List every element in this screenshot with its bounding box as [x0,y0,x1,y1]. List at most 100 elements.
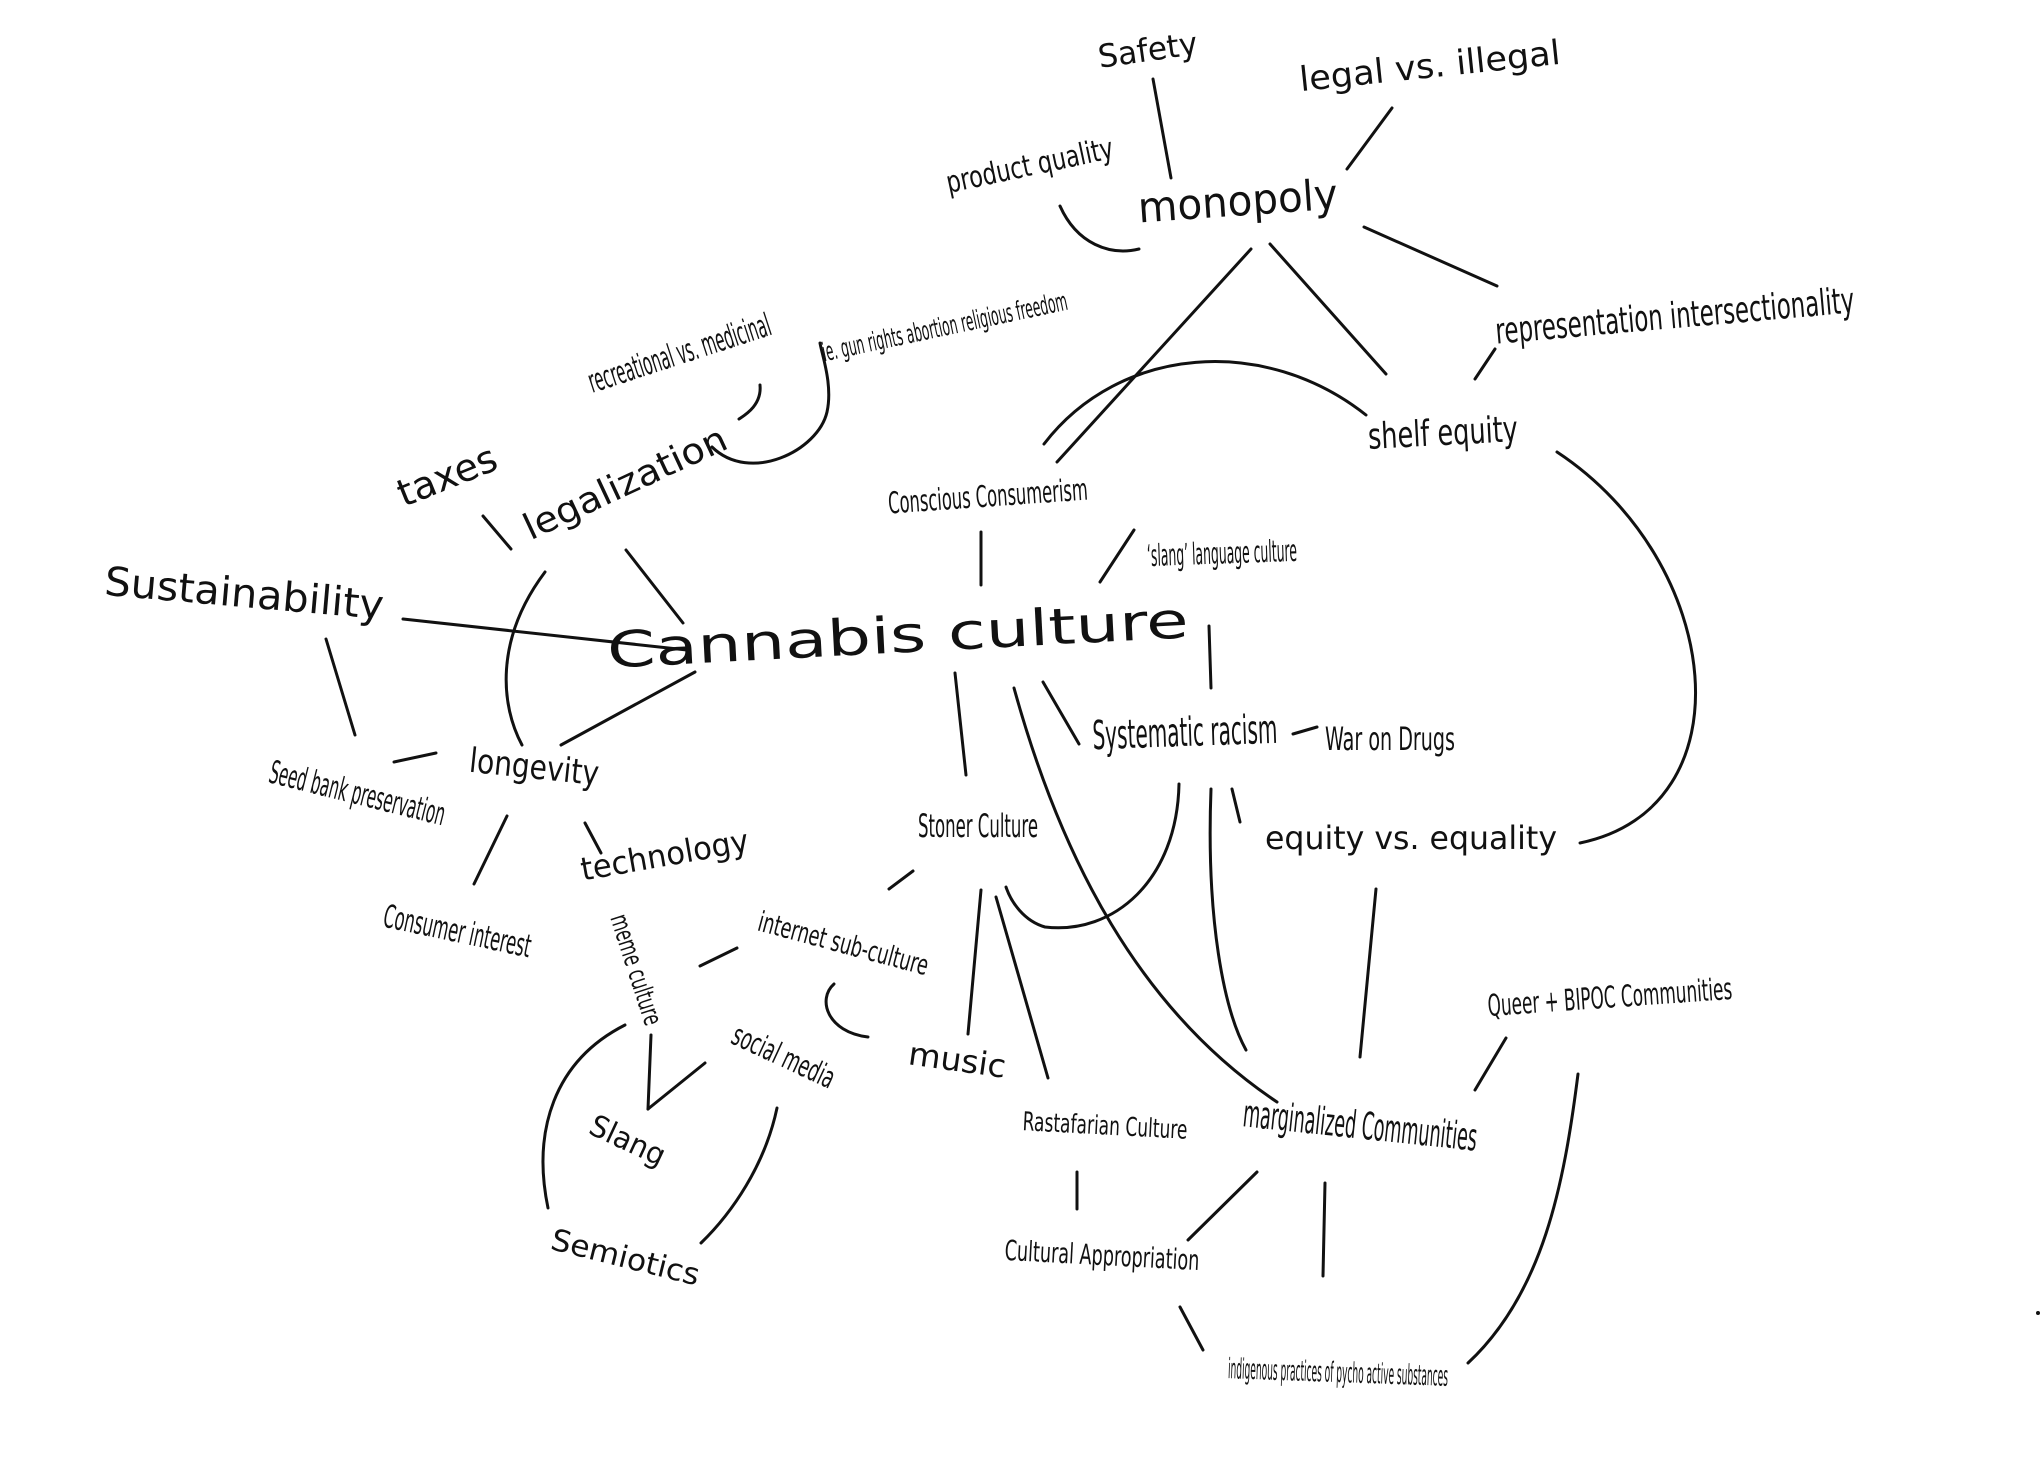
node-label: Consumer interest [380,897,535,965]
node-shelf-equity: shelf equity [1367,409,1519,458]
edge-racism-war [1291,725,1319,736]
edge-slang-racism [1207,624,1213,690]
node-label: monopoly [1136,170,1339,233]
node-sustainability: Sustainability [103,559,386,629]
node-label: equity vs. equality [1265,819,1557,857]
edge-queer-marginalized [1473,1036,1508,1092]
edge-internet-music [824,982,870,1039]
edge-legal-monopoly [1345,106,1394,171]
node-slang: Slang [584,1108,671,1174]
node-conscious-consumerism: Conscious Consumerism [887,473,1089,522]
edge-cannabis-stoner [953,671,968,777]
node-legal-vs-illegal: legal vs. illegal [1297,33,1562,100]
edge-racism-marginalized [1208,787,1248,1052]
node-label: indigenous practices of pycho active sub… [1228,1352,1449,1393]
node-label: taxes [391,436,504,516]
edge-longevity-cannabis [559,670,697,747]
node-label: Safety [1096,24,1200,76]
node-label: Cultural Appropriation [1004,1234,1200,1277]
node-safety: Safety [1096,24,1200,76]
node-gun-rights: ie. gun rights abortion religious freedo… [820,287,1071,368]
node-label: Systematic racism [1092,707,1278,759]
node-marginalized: marginalized Communities [1241,1091,1479,1159]
node-label: War on Drugs [1325,720,1455,758]
edge-sustainability-seedbank [324,637,357,737]
edge-marginalized-indigenous [1321,1181,1327,1278]
node-representation: representation intersectionality [1494,280,1856,352]
edge-internet-meme [698,946,739,968]
node-label: Conscious Consumerism [887,473,1089,522]
node-technology: technology [578,822,752,889]
node-label: legal vs. illegal [1297,33,1562,100]
edge-cannabis-marginalized [1012,686,1279,1104]
edge-representation-shelf [1473,347,1497,381]
edge-longevity-consumer [472,814,509,886]
edge-meme-slang-left [646,1033,653,1111]
edge-slang-cannabis [1098,528,1136,584]
node-queer-bipoc: Queer + BIPOC Communities [1487,972,1734,1024]
edge-seedbank-longevity [392,751,438,764]
stray-dot [2036,1311,2040,1315]
edge-safety-monopoly [1151,77,1173,180]
node-legalization: legalization [517,419,734,549]
node-equity-equality: equity vs. equality [1265,819,1557,857]
node-label: product quality [943,131,1117,201]
edge-stoner-rastafarian [994,895,1050,1080]
node-label: Cannabis culture [606,591,1190,679]
node-label: Seed bank preservation [266,753,450,833]
node-label: technology [578,822,752,889]
node-cultural-appropriation: Cultural Appropriation [1004,1234,1200,1277]
node-label: music [906,1034,1008,1085]
node-label: meme culture [603,911,667,1030]
edge-social-semiotics [699,1106,779,1245]
edge-longevity-technology [583,821,603,855]
node-label: Slang [584,1108,671,1174]
node-label: Sustainability [103,559,386,629]
connector-lines [324,77,2040,1365]
node-stoner-culture: Stoner Culture [918,807,1038,845]
node-semiotics: Semiotics [547,1223,703,1294]
edge-appropriation-indigenous [1178,1305,1205,1352]
edge-meme-semiotics [541,1023,627,1210]
edge-recreational-hook [737,383,762,421]
node-indigenous: indigenous practices of pycho active sub… [1228,1352,1449,1393]
edge-sustainability-cannabis [401,617,689,652]
edge-marginalized-appropriation [1186,1170,1259,1242]
node-label: shelf equity [1367,409,1519,458]
node-systematic-racism: Systematic racism [1092,707,1278,759]
edge-quality-monopoly [1058,204,1141,253]
edge-recreational-gunrights [710,341,831,465]
edge-stoner-internet [887,869,915,891]
edge-slang-social [646,1061,707,1111]
node-product-quality: product quality [943,131,1117,201]
node-label: Queer + BIPOC Communities [1487,972,1734,1024]
node-internet-subculture: internet sub-culture [755,905,933,982]
edge-conscious-shelf [1042,360,1368,446]
edge-equity-marginalized [1358,887,1378,1059]
node-recreational-medicinal: recreational vs. medicinal [583,306,775,401]
node-longevity: longevity [467,741,600,794]
node-taxes: taxes [391,436,504,516]
node-consumer-interest: Consumer interest [380,897,535,965]
node-label: Semiotics [547,1223,703,1294]
node-monopoly: monopoly [1136,170,1339,233]
node-label: legalization [517,419,734,549]
node-label: ‘slang’ language culture [1146,534,1297,574]
node-seed-bank: Seed bank preservation [266,753,450,833]
node-social-media: social media [726,1018,840,1096]
node-meme-culture: meme culture [603,911,667,1030]
node-label: social media [726,1018,840,1096]
edge-stoner-music [966,888,983,1036]
node-label: representation intersectionality [1494,280,1856,352]
node-label: recreational vs. medicinal [583,306,775,401]
edge-queer-indigenous [1466,1072,1580,1365]
node-label: internet sub-culture [755,905,933,982]
node-cannabis-culture: Cannabis culture [606,591,1190,679]
node-war-on-drugs: War on Drugs [1325,720,1455,758]
node-music: music [906,1034,1008,1085]
node-slang-language: ‘slang’ language culture [1146,534,1297,574]
node-label: Stoner Culture [918,807,1038,845]
node-label: Rastafarian Culture [1022,1107,1188,1146]
node-label: longevity [467,741,600,794]
